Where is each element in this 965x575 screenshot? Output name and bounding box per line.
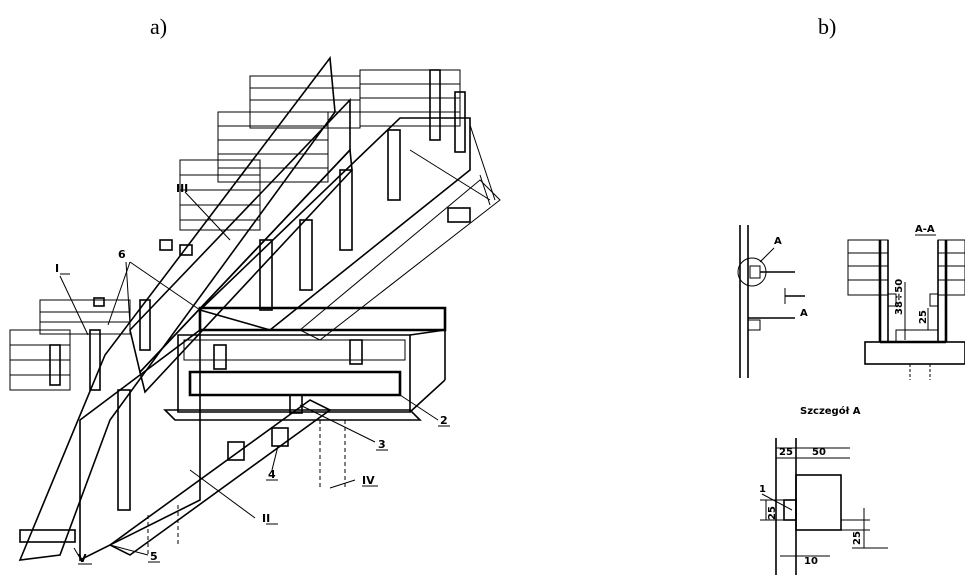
callout-2: 2 [440,414,448,427]
stringer-center [129,98,353,394]
view-marker-A-2: A [800,308,808,319]
callout-IV: IV [362,474,375,487]
diagram-a: I II III IV V 2 3 4 5 6 [9,55,501,565]
detail-dim-25-left: 25 [767,506,778,520]
detail-dim-25-top: 25 [779,447,793,458]
callout-II: II [262,512,270,525]
vertical-posts [49,129,401,511]
base [19,529,76,543]
callout-4: 4 [268,468,276,481]
callout-5: 5 [150,550,158,563]
detail-title: Szczegół A [800,405,861,417]
blocks [93,207,471,461]
view-marker-A-1: A [774,236,782,247]
dim-38-50: 38÷50 [894,279,905,315]
callout-3: 3 [378,438,386,451]
detail-dim-25-right: 25 [852,531,863,545]
panel-b-label: b) [818,14,837,39]
dim-25-section: 25 [918,310,929,324]
callout-III: III [176,182,188,195]
stringer-left [18,55,336,561]
detail-dim-10-bottom: 10 [804,556,818,567]
callout-6: 6 [118,248,126,261]
stringer-right [198,117,501,341]
panel-a-label: a) [150,14,168,39]
detail-A: Szczegół A 25 50 25 25 10 1 [759,405,888,575]
callout-V: V [78,552,87,565]
side-view: A A [737,225,808,378]
background-boards [179,69,466,231]
props [147,420,346,555]
detail-dim-50-top: 50 [812,447,826,458]
section-title: A-A [915,224,935,235]
leader-lines [59,124,496,559]
section-AA: A-A 38÷50 25 [847,224,965,380]
callout-I: I [55,262,59,275]
diagram-b: A A A-A 38÷5 [737,224,965,575]
detail-callout-1: 1 [759,484,766,495]
